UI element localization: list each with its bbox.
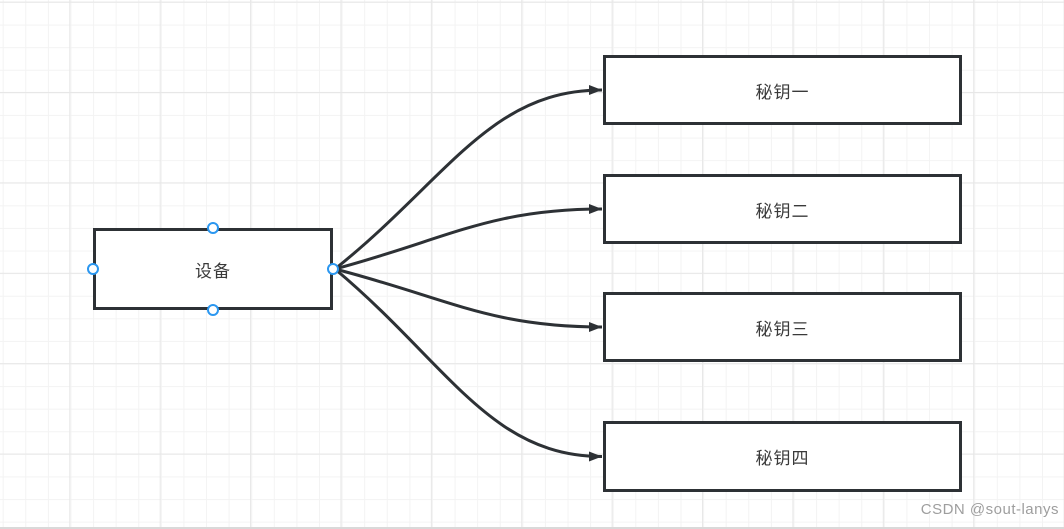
connection-handle-right[interactable] bbox=[327, 263, 339, 275]
node-key-1-label: 秘钥一 bbox=[755, 82, 810, 102]
node-key-4-label: 秘钥四 bbox=[755, 449, 810, 468]
node-device[interactable]: 设备 bbox=[93, 228, 333, 310]
connection-handle-left[interactable] bbox=[87, 263, 99, 275]
node-key-1[interactable]: 秘钥一 bbox=[603, 55, 962, 125]
node-key-3-label: 秘钥三 bbox=[755, 319, 810, 339]
canvas-bottom-edge bbox=[0, 527, 1064, 529]
connection-handle-bottom[interactable] bbox=[207, 304, 219, 316]
node-key-3[interactable]: 秘钥三 bbox=[603, 292, 962, 362]
node-key-4[interactable]: 秘钥四 bbox=[603, 421, 962, 492]
connector-device-key3[interactable] bbox=[334, 267, 603, 332]
connection-handle-top[interactable] bbox=[207, 222, 219, 234]
connector-device-key2[interactable] bbox=[334, 204, 603, 271]
csdn-watermark: CSDN @sout-lanys bbox=[920, 501, 1059, 518]
connector-device-key4[interactable] bbox=[334, 267, 603, 462]
node-key-2-label: 秘钥二 bbox=[755, 201, 810, 221]
connector-device-key1[interactable] bbox=[334, 85, 603, 271]
node-device-label: 设备 bbox=[195, 261, 231, 281]
node-key-2[interactable]: 秘钥二 bbox=[603, 174, 962, 244]
